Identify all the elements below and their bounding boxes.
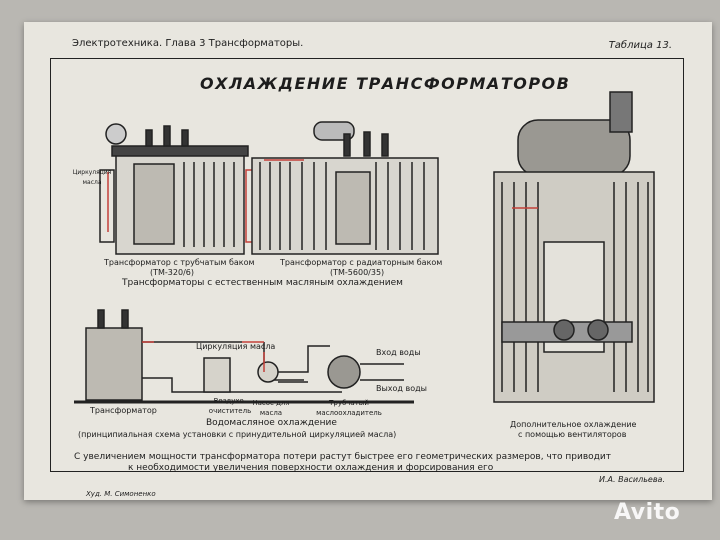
label-radiator-model: (ТМ-5600/35) <box>330 268 385 277</box>
label-tubular-model: (ТМ-320/6) <box>150 268 194 277</box>
label-oil-pump: Насос для масла <box>252 399 290 417</box>
artist-credit: Худ. М. Симоненко <box>86 490 156 498</box>
water-oil-scheme-drawing <box>74 309 414 404</box>
label-water-oil-cooling: Водомасляное охлаждение <box>206 418 337 428</box>
label-natural-cooling: Трансформаторы с естественным масляным о… <box>122 278 403 288</box>
label-oil-circulation: Циркуляция масла <box>72 169 112 186</box>
tubular-transformer-drawing <box>99 123 254 255</box>
poster-frame <box>50 58 684 472</box>
label-water-in: Вход воды <box>376 348 421 357</box>
avito-watermark: Avito <box>614 500 681 525</box>
footer-note: С увеличением мощности трансформатора по… <box>74 452 611 474</box>
author-signature: И.А. Васильева. <box>599 475 665 484</box>
label-radiator-transformer: Трансформатор с радиаторным баком <box>280 258 443 267</box>
poster-title: ОХЛАЖДЕНИЕ ТРАНСФОРМАТОРОВ <box>200 74 571 93</box>
label-tubular-transformer: Трансформатор с трубчатым баком <box>104 258 255 267</box>
footer-note-line1: С увеличением мощности трансформатора по… <box>74 452 611 462</box>
label-tube-cooler: Трубчатый маслоохладитель <box>316 399 382 417</box>
label-additional-cooling: Дополнительное охлаждение <box>510 420 637 429</box>
label-transformer: Трансформатор <box>90 406 157 415</box>
fan-cooled-transformer-drawing <box>493 91 655 403</box>
label-water-oil-subtitle: (принципиальная схема установки с принуд… <box>78 430 397 439</box>
radiator-transformer-drawing <box>251 121 439 255</box>
footer-note-line2: к необходимости увеличения поверхности о… <box>128 463 494 473</box>
label-oil-circulation-2: Циркуляция масла <box>196 342 276 351</box>
header-subject: Электротехника. Глава 3 Трансформаторы. <box>72 38 304 49</box>
diagram-drawings <box>74 91 655 404</box>
poster-sheet: Электротехника. Глава 3 Трансформаторы. … <box>24 22 712 500</box>
label-with-fans: с помощью вентиляторов <box>518 430 627 439</box>
label-water-out: Выход воды <box>376 384 427 393</box>
header-table-number: Таблица 13. <box>608 40 672 51</box>
label-air-cleaner: Воздухо-очиститель <box>208 397 252 415</box>
